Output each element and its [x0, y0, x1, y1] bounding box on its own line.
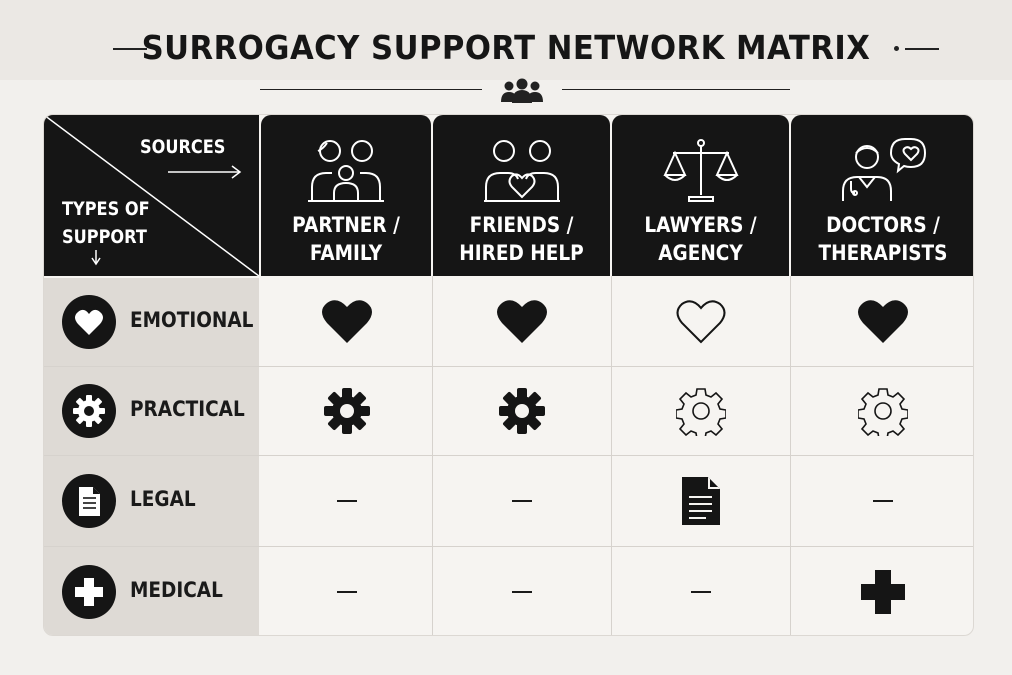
column-header-lawyers-agency: LAWYERS / AGENCY [612, 115, 789, 276]
types-label-line2: SUPPORT [62, 226, 147, 248]
cell-medical-lawyers-agency [612, 547, 790, 635]
cell-legal-doctors-therapists [791, 456, 973, 546]
column-label-line1: LAWYERS / [644, 213, 757, 237]
gear-icon [62, 384, 116, 438]
gear-filled-icon [323, 388, 370, 434]
row-label: MEDICAL [130, 578, 223, 602]
title-deco-dot-right [894, 46, 899, 51]
grid-line [432, 276, 433, 635]
matrix-corner: SOURCES TYPES OF SUPPORT [44, 115, 259, 276]
column-label-line2: HIRED HELP [459, 241, 584, 265]
dash-icon [873, 500, 893, 502]
row-header-practical: PRACTICAL [44, 367, 259, 455]
cell-practical-doctors-therapists [791, 367, 973, 455]
cell-medical-partner-family [261, 547, 432, 635]
title-deco-line-left [113, 48, 147, 50]
doctor-speech-heart-icon [842, 138, 927, 201]
grid-line [44, 366, 973, 367]
heart-icon [62, 295, 116, 349]
subtitle-rule-left [260, 89, 482, 90]
dash-icon [691, 591, 711, 593]
cell-legal-friends-hired-help [433, 456, 611, 546]
cell-emotional-doctors-therapists [791, 278, 973, 366]
medical-cross-icon [62, 565, 116, 619]
gear-filled-icon [499, 388, 545, 434]
row-label: EMOTIONAL [130, 308, 254, 332]
types-label-line1: TYPES OF [62, 198, 150, 220]
friends-heart-icon [483, 140, 560, 202]
dash-icon [512, 500, 532, 502]
cell-practical-friends-hired-help [433, 367, 611, 455]
heart-outline-icon [676, 300, 726, 344]
column-label-line1: DOCTORS / [826, 213, 940, 237]
support-matrix: SOURCES TYPES OF SUPPORT PARTNER / FAMIL… [43, 114, 974, 636]
column-header-partner-family: PARTNER / FAMILY [261, 115, 431, 276]
row-label: PRACTICAL [130, 397, 245, 421]
column-label-line1: PARTNER / [292, 213, 400, 237]
scales-of-justice-icon [662, 139, 739, 202]
column-header-doctors-therapists: DOCTORS / THERAPISTS [791, 115, 973, 276]
dash-icon [336, 500, 357, 502]
heart-filled-icon [858, 300, 908, 343]
title-band [0, 0, 1012, 80]
medical-cross-filled-icon [861, 570, 905, 614]
column-label-line1: FRIENDS / [469, 213, 574, 237]
cell-emotional-partner-family [261, 278, 432, 366]
grid-line [44, 455, 973, 456]
family-icon [308, 140, 384, 202]
title-deco-dot-left [155, 46, 160, 51]
sources-label: SOURCES [140, 136, 226, 158]
page-title: SURROGACY SUPPORT NETWORK MATRIX [141, 28, 871, 67]
cell-practical-lawyers-agency [612, 367, 790, 455]
cell-legal-partner-family [261, 456, 432, 546]
group-people-icon [497, 76, 547, 106]
dash-icon [336, 591, 357, 593]
subtitle-rule-right [562, 89, 790, 90]
dash-icon [512, 591, 532, 593]
column-label-line2: THERAPISTS [818, 241, 948, 265]
heart-filled-icon [321, 300, 372, 343]
gear-outline-icon [858, 388, 908, 436]
cell-emotional-friends-hired-help [433, 278, 611, 366]
document-filled-icon [682, 477, 720, 525]
document-icon [62, 474, 116, 528]
row-label: LEGAL [130, 487, 196, 511]
row-header-medical: MEDICAL [44, 547, 259, 635]
column-header-friends-hired-help: FRIENDS / HIRED HELP [433, 115, 610, 276]
grid-line [44, 546, 973, 547]
row-header-emotional: EMOTIONAL [44, 278, 259, 366]
grid-line [790, 276, 791, 635]
title-deco-line-right [905, 48, 939, 50]
column-label-line2: AGENCY [658, 241, 743, 265]
grid-line [611, 276, 612, 635]
row-header-legal: LEGAL [44, 456, 259, 546]
cell-legal-lawyers-agency [612, 456, 790, 546]
cell-emotional-lawyers-agency [612, 278, 790, 366]
heart-filled-icon [497, 300, 547, 343]
gear-outline-icon [676, 388, 726, 436]
column-label-line2: FAMILY [309, 241, 383, 265]
cell-practical-partner-family [261, 367, 432, 455]
cell-medical-doctors-therapists [791, 547, 973, 635]
cell-medical-friends-hired-help [433, 547, 611, 635]
